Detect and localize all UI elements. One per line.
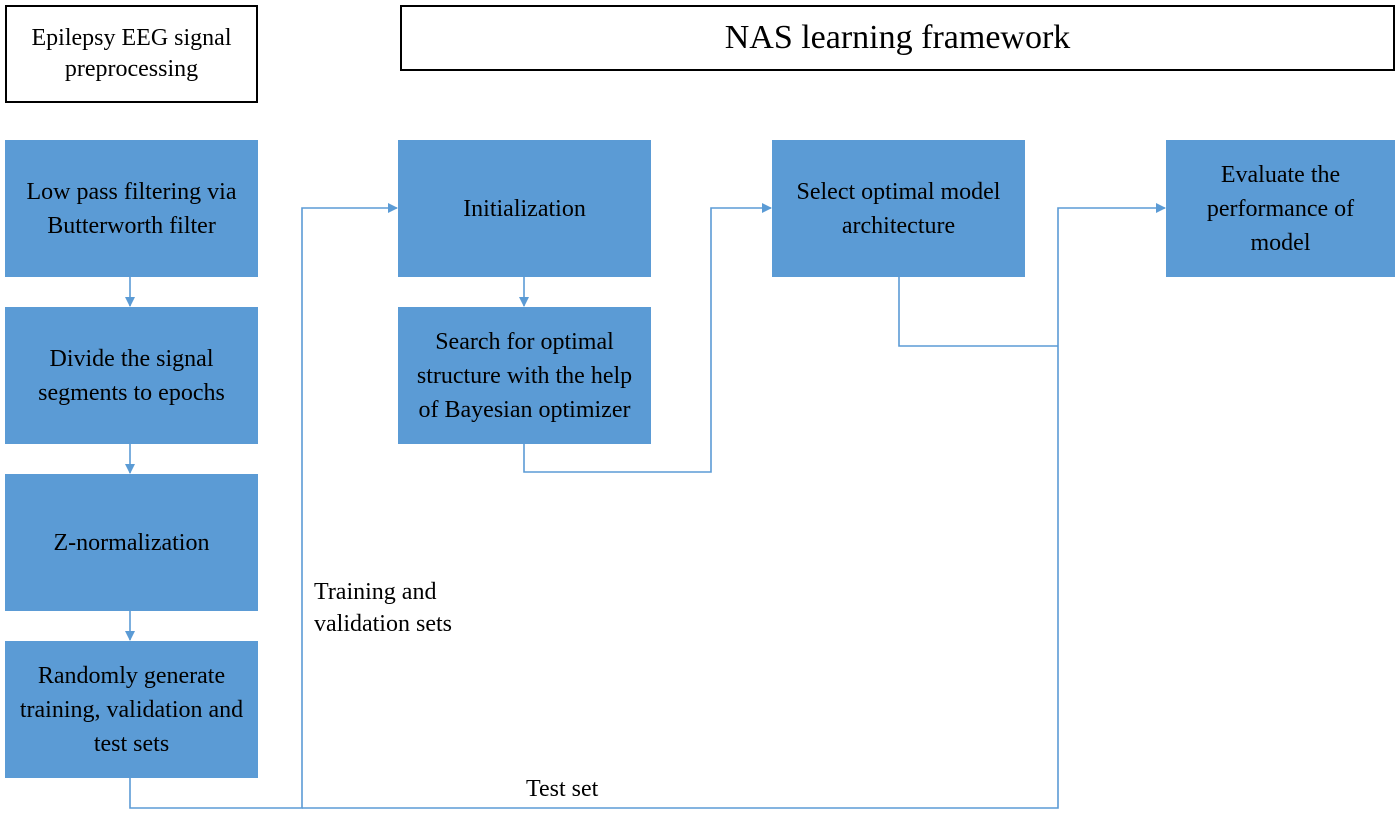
step-bayesian-search: Search for optimal structure with the he… bbox=[398, 307, 651, 444]
arrow-select-to-evaluate bbox=[898, 277, 1058, 347]
step-lowpass-filter: Low pass filtering via Butterworth filte… bbox=[5, 140, 258, 277]
edge-label-training-validation: Training and validation sets bbox=[314, 579, 452, 637]
step-generate-sets: Randomly generate training, validation a… bbox=[5, 641, 258, 778]
step-z-normalization: Z-normalization bbox=[5, 474, 258, 611]
nas-framework-header: NAS learning framework bbox=[400, 5, 1395, 71]
step-divide-epochs: Divide the signal segments to epochs bbox=[5, 307, 258, 444]
step-initialization: Initialization bbox=[398, 140, 651, 277]
arrow-test-to-evaluate bbox=[302, 203, 1166, 809]
edge-label-test-set: Test set bbox=[526, 776, 599, 802]
arrow-search-to-select bbox=[523, 203, 772, 473]
step-evaluate-model: Evaluate the performance of model bbox=[1166, 140, 1395, 277]
step-select-architecture: Select optimal model architecture bbox=[772, 140, 1025, 277]
preprocessing-header: Epilepsy EEG signal preprocessing bbox=[5, 5, 258, 103]
